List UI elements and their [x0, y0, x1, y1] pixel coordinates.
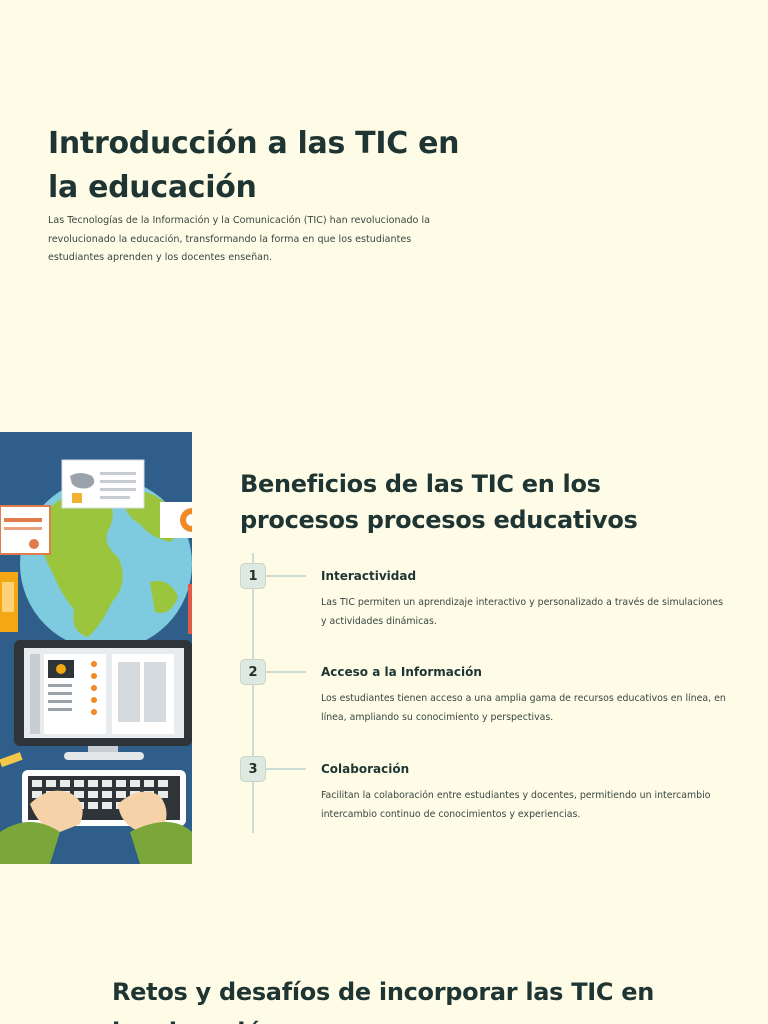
intro-title: Introducción a las TIC en la educación [48, 126, 460, 205]
step-description: Los estudiantes tienen acceso a una ampl… [321, 693, 726, 723]
benefits-title: Beneficios de las TIC en los procesos pr… [240, 470, 638, 534]
step-title: Colaboración [321, 762, 410, 776]
step-title: Acceso a la Información [321, 665, 482, 679]
education-technology-illustration [0, 432, 192, 864]
step-title: Interactividad [321, 569, 417, 583]
intro-paragraph: Las Tecnologías de la Información y la C… [48, 215, 430, 263]
step-description: Facilitan la colaboración entre estudian… [321, 790, 711, 820]
step-number-badge: 2 [240, 659, 266, 685]
challenges-title: Retos y desafíos de incorporar las TIC e… [112, 978, 655, 1024]
step-number-badge: 3 [240, 756, 266, 782]
timeline-line [252, 553, 254, 833]
step-number-badge: 1 [240, 563, 266, 589]
step-connector [266, 768, 306, 770]
step-connector [266, 575, 306, 577]
step-connector [266, 671, 306, 673]
step-description: Las TIC permiten un aprendizaje interact… [321, 597, 723, 627]
